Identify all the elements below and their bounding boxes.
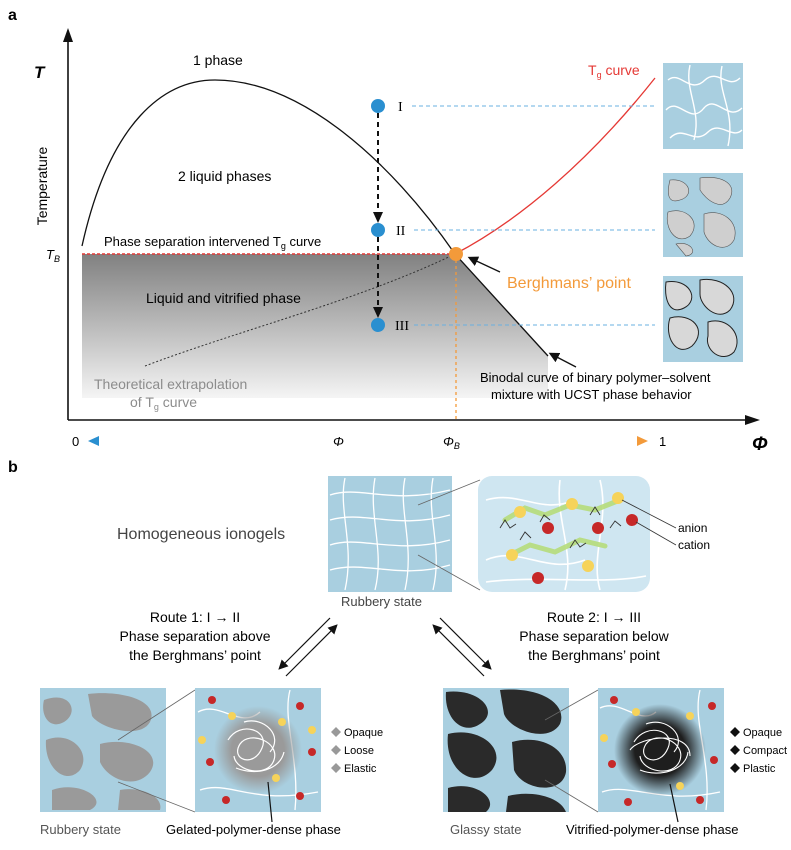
vitrified-region xyxy=(82,254,548,398)
prop-left-1: Opaque xyxy=(344,727,383,739)
rubbery-bottom-label: Rubbery state xyxy=(40,822,121,837)
extrapolation-label-2: of Tg curve xyxy=(130,394,197,412)
ionogel-zoom xyxy=(478,476,650,592)
route1-line3: the Berghmans’ point xyxy=(129,647,261,663)
zoom-line-left-2 xyxy=(117,781,196,813)
thumbnail-III xyxy=(663,276,743,362)
point-II xyxy=(371,223,385,237)
t-b-label: TB xyxy=(46,247,60,264)
point-III-label: III xyxy=(395,319,409,334)
y-axis-symbol: T xyxy=(34,63,46,82)
tg-curve-label: Tg curve xyxy=(588,62,640,80)
rubbery-top-label: Rubbery state xyxy=(341,594,422,609)
glassy-label: Glassy state xyxy=(450,822,522,837)
route1-line2: Phase separation above xyxy=(120,628,271,644)
point-III xyxy=(371,318,385,332)
zoom-line-top-1 xyxy=(417,479,481,506)
zoom-line-left-1 xyxy=(117,689,196,741)
cation-pointer xyxy=(635,521,677,546)
anion-pointer xyxy=(621,499,677,529)
route1-title: Route 1: I → II xyxy=(150,609,240,625)
point-II-label: II xyxy=(396,224,406,239)
route1-double-arrow xyxy=(278,617,338,677)
rubbery-phase-separated-square xyxy=(40,688,166,812)
props-left-list xyxy=(331,727,341,773)
x-one-label: 1 xyxy=(659,434,666,449)
binodal-curve xyxy=(81,79,549,357)
intervened-label: Phase separation intervened Tg curve xyxy=(104,234,321,251)
berghmans-point xyxy=(449,247,463,261)
phi-b-label: ΦB xyxy=(443,434,460,451)
vitrified-label: Liquid and vitrified phase xyxy=(146,290,301,306)
point-I-label: I xyxy=(398,100,403,115)
route2-title: Route 2: I → III xyxy=(547,609,641,625)
extrapolation-label-1: Theoretical extrapolation xyxy=(94,376,247,392)
one-phase-label: 1 phase xyxy=(193,52,243,68)
point-I xyxy=(371,99,385,113)
y-axis-label: Temperature xyxy=(34,146,50,225)
props-right-list xyxy=(730,727,740,773)
rubbery-network-square xyxy=(328,476,452,592)
tg-extrapolation xyxy=(144,253,456,367)
berghmans-label: Berghmans’ point xyxy=(507,275,631,292)
thumbnail-II xyxy=(663,173,743,257)
panel-a-label: a xyxy=(8,7,17,24)
x-axis-arrowhead xyxy=(745,415,760,425)
gelated-pointer xyxy=(267,781,273,823)
route2-line2: Phase separation below xyxy=(519,628,669,644)
vitrified-pointer xyxy=(669,783,679,823)
homogeneous-label: Homogeneous ionogels xyxy=(117,526,285,543)
zoom-line-right-2 xyxy=(544,779,599,813)
prop-right-1: Opaque xyxy=(743,727,782,739)
anion-label: anion xyxy=(678,521,707,535)
route-arrowhead-2 xyxy=(373,307,383,318)
blue-arrowhead xyxy=(88,436,99,446)
route2-double-arrow xyxy=(432,617,492,677)
thumbnail-I xyxy=(663,63,743,149)
gelated-zoom xyxy=(195,688,321,812)
binodal-label-2: mixture with UCST phase behavior xyxy=(491,387,692,402)
cation-label: cation xyxy=(678,538,710,552)
two-liquid-label: 2 liquid phases xyxy=(178,168,271,184)
zoom-line-right-1 xyxy=(544,689,599,721)
prop-left-3: Elastic xyxy=(344,763,377,775)
binodal-label-1: Binodal curve of binary polymer–solvent xyxy=(480,370,711,385)
zoom-line-top-2 xyxy=(417,554,481,591)
panel-b-label: b xyxy=(8,459,18,476)
orange-arrowhead xyxy=(637,436,648,446)
vitrified-zoom xyxy=(598,688,724,812)
gelated-label: Gelated-polymer-dense phase xyxy=(166,822,341,837)
prop-right-3: Plastic xyxy=(743,763,776,775)
x-zero-label: 0 xyxy=(72,434,79,449)
glassy-phase-separated-square xyxy=(443,688,569,812)
berghmans-pointer xyxy=(467,256,501,273)
vitrified-dense-label: Vitrified-polymer-dense phase xyxy=(566,822,738,837)
y-axis-arrowhead xyxy=(63,28,73,42)
route2-line3: the Berghmans’ point xyxy=(528,647,660,663)
prop-left-2: Loose xyxy=(344,745,374,757)
binodal-pointer xyxy=(548,352,577,368)
route-arrowhead-1 xyxy=(373,212,383,223)
tg-curve xyxy=(454,77,656,255)
prop-right-2: Compact xyxy=(743,745,787,757)
x-axis-symbol: Φ xyxy=(752,434,768,455)
phi-label: Φ xyxy=(333,434,344,449)
